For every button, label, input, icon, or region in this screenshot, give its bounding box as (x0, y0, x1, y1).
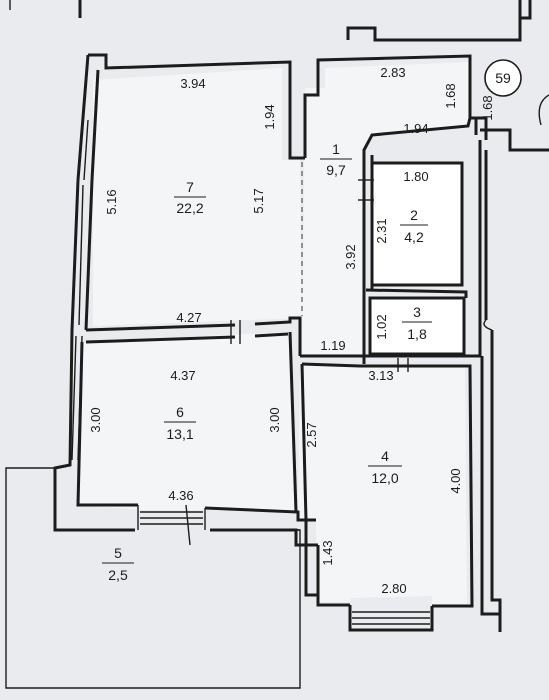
dimension-labels-vertical: 1.94 5.16 5.17 1.68 1.68 3.92 2.31 1.02 … (88, 83, 495, 565)
room-2-area: 4,2 (404, 229, 424, 245)
dim-r4-top: 3.13 (368, 368, 393, 383)
room-4-number: 4 (381, 448, 389, 464)
dim-r1-bottom: 1.19 (320, 338, 345, 353)
room-3-label: 3 1,8 (402, 304, 432, 342)
room-5-label: 5 2,5 (102, 545, 134, 583)
walls (53, 53, 500, 632)
room-3-number: 3 (413, 304, 421, 320)
room-7-number: 7 (186, 179, 194, 195)
room-2-number: 2 (410, 207, 418, 223)
room-5-area: 2,5 (108, 567, 128, 583)
dim-r4-left: 2.57 (304, 422, 319, 447)
dimension-labels-horizontal: 3.94 4.27 2.83 1.94 1.80 1.19 3.13 4.37 … (168, 65, 428, 596)
dim-r4-bottom: 2.80 (381, 581, 406, 596)
room-1-number: 1 (332, 141, 340, 157)
dim-r6-top: 4.37 (170, 368, 195, 383)
dim-r6-right: 3.00 (267, 407, 282, 432)
apartment-number-marker: 59 (484, 59, 522, 97)
dim-r7-left: 5.16 (104, 189, 119, 214)
dim-r1-right-top: 1.68 (443, 83, 458, 108)
dim-r2-side: 2.31 (374, 218, 389, 243)
dim-r1-left: 3.92 (343, 244, 358, 269)
dim-r7-right: 5.17 (251, 188, 266, 213)
dim-r7-notch: 1.94 (262, 104, 277, 129)
room-6-number: 6 (176, 404, 184, 420)
room-3-area: 1,8 (407, 326, 427, 342)
room-4-label: 4 12,0 (368, 448, 402, 486)
dim-r7-bottom: 4.27 (176, 310, 201, 325)
room-6-label: 6 13,1 (164, 404, 196, 442)
dim-r4-lower-left: 1.43 (320, 540, 335, 565)
room-7-area: 22,2 (176, 200, 203, 216)
dim-r6-left: 3.00 (88, 407, 103, 432)
apartment-number: 59 (495, 70, 511, 86)
room-2-label: 2 4,2 (400, 207, 428, 245)
room-1-label: 1 9,7 (320, 141, 352, 178)
room-6-area: 13,1 (166, 426, 193, 442)
room-7-label: 7 22,2 (174, 179, 206, 216)
dim-r2-top: 1.80 (403, 169, 428, 184)
dim-r1-mid: 1.94 (403, 121, 428, 136)
dim-r1-top: 2.83 (380, 65, 405, 80)
room-4-area: 12,0 (371, 470, 398, 486)
room-1-area: 9,7 (326, 162, 346, 178)
dim-r1-right-outer: 1.68 (480, 95, 495, 120)
dim-r3-side: 1.02 (374, 314, 389, 339)
dim-r4-right: 4.00 (448, 468, 463, 493)
room-5-number: 5 (114, 545, 122, 561)
neighbour-walls (9, 0, 549, 632)
dim-r6-bottom: 4.36 (168, 488, 193, 503)
dim-r7-top: 3.94 (180, 76, 205, 91)
